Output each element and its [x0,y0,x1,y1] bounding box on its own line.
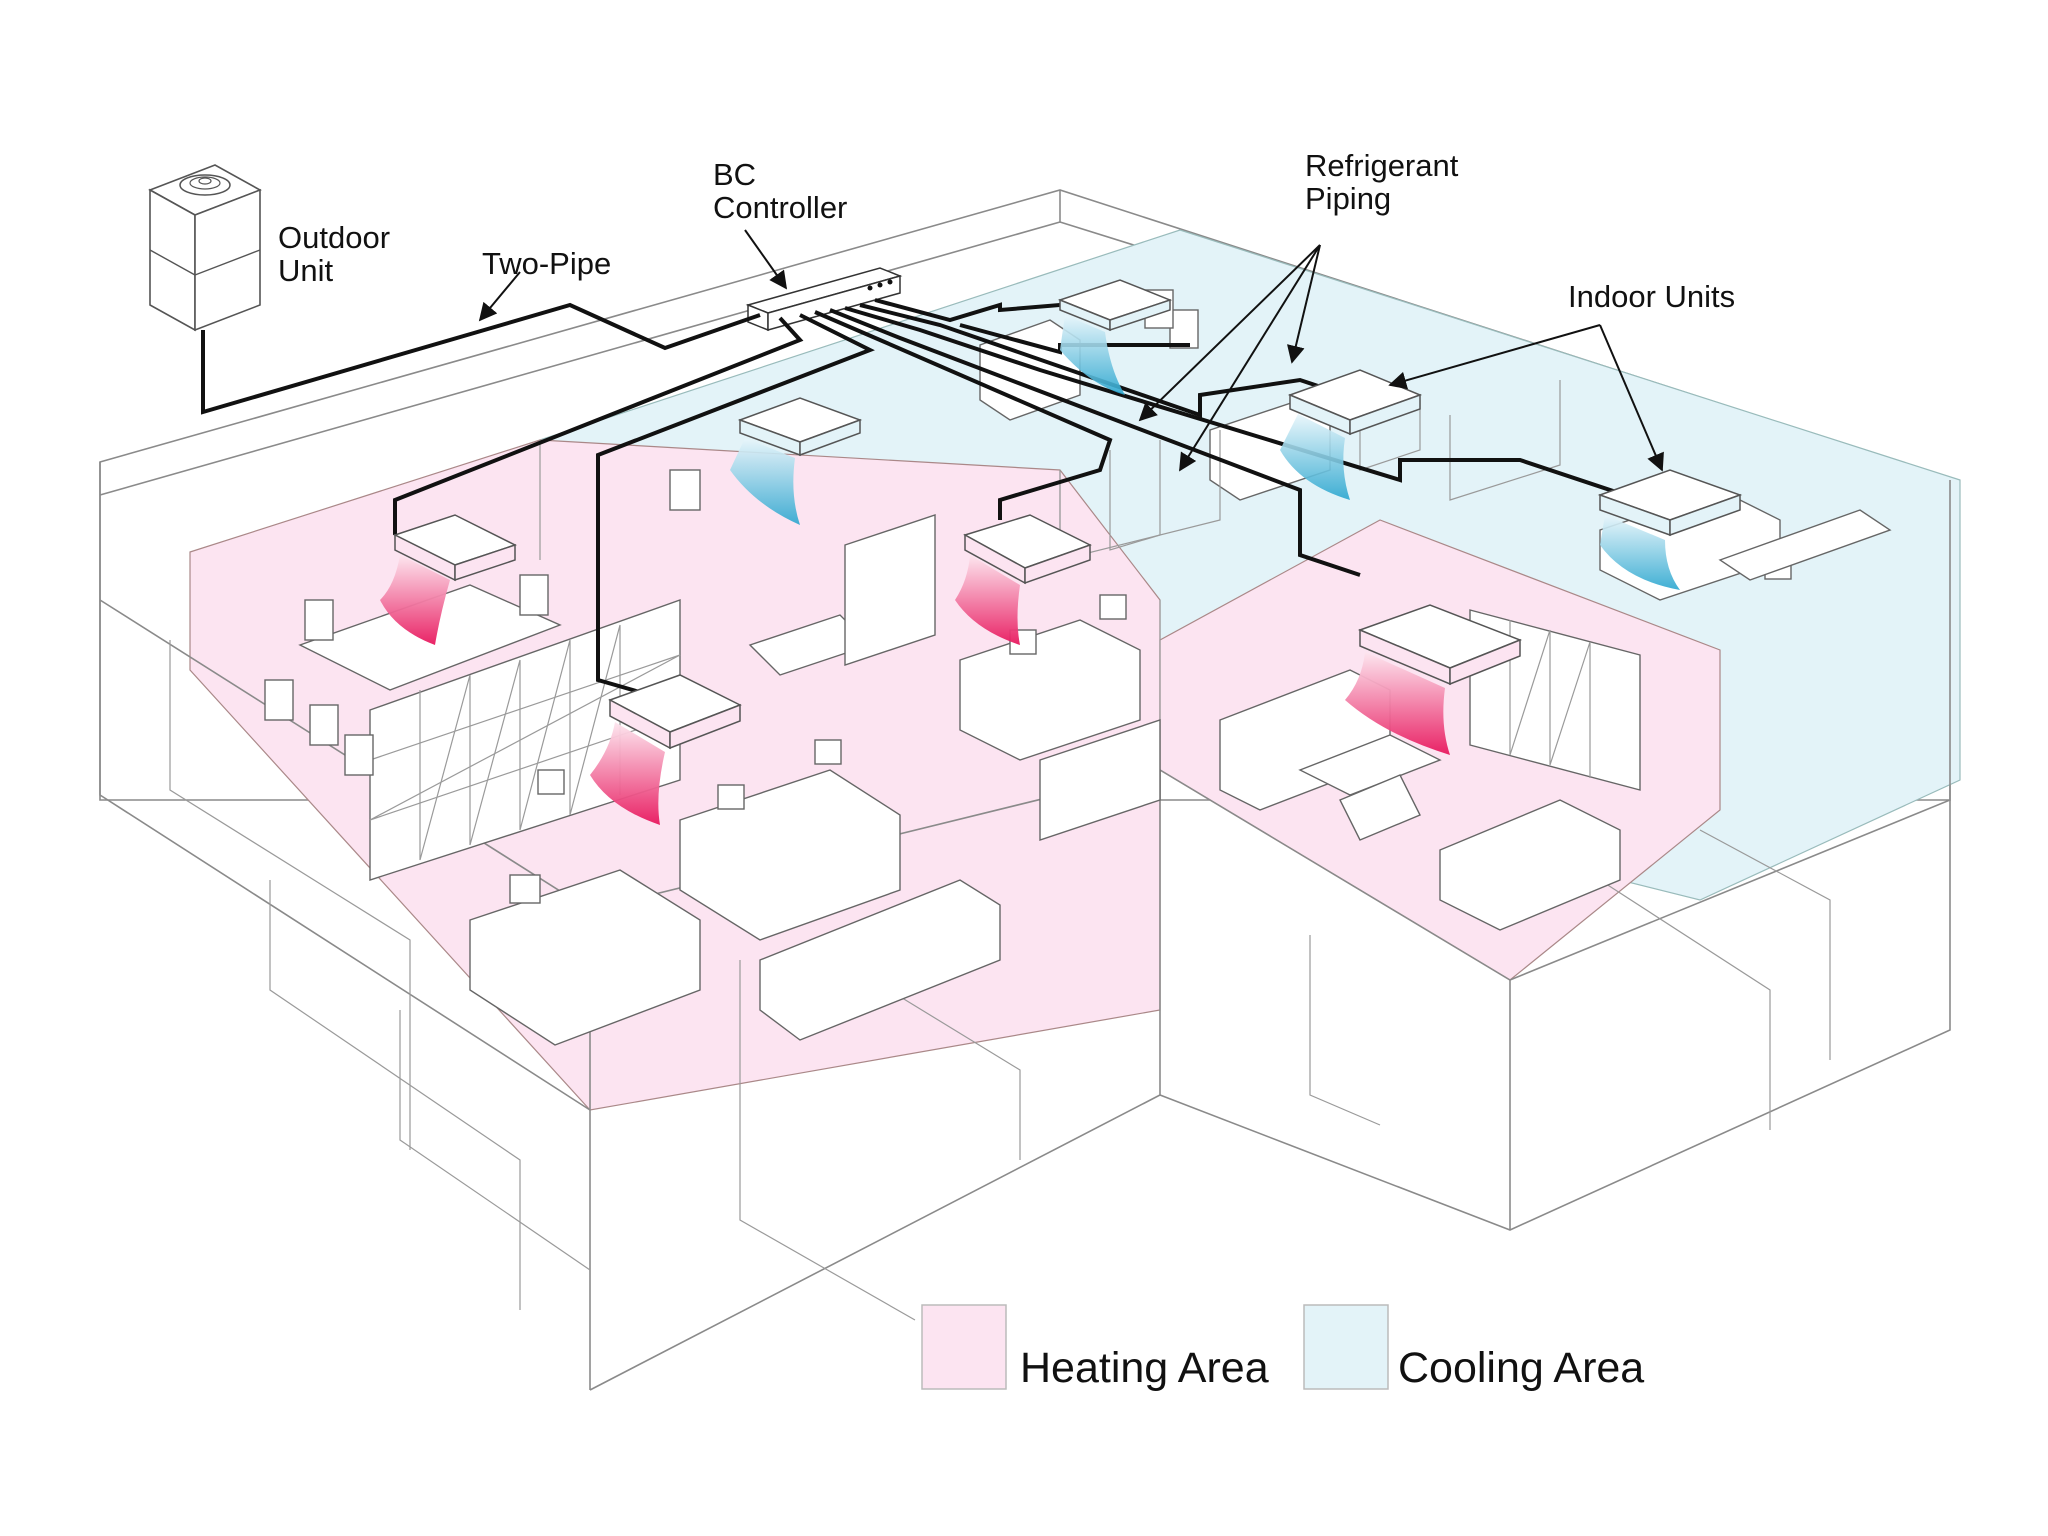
refrigerant-piping-label-line2: Piping [1305,181,1391,216]
two-pipe-line [201,302,761,415]
indoor-unit-cooling-4 [1597,469,1743,590]
indoor-unit-cooling-3 [1280,369,1423,500]
indoor-unit-heating-4 [1345,604,1523,755]
outdoor-unit-label-line2: Unit [278,253,334,288]
indoor-unit-heating-3 [590,674,742,825]
two-pipe-label: Two-Pipe [482,246,611,281]
furniture [264,289,1892,1046]
legend-heating-swatch [921,1304,1007,1390]
outdoor-unit [148,164,262,332]
leader-lines [478,229,1664,472]
indoor-unit-heating-2 [955,514,1092,645]
front-structure [99,440,1951,1391]
legend: Heating Area Cooling Area [921,1304,1644,1392]
legend-cooling-label: Cooling Area [1398,1344,1644,1392]
legend-cooling-swatch [1303,1304,1389,1390]
outdoor-unit-label-line1: Outdoor [278,220,390,255]
legend-heating-label: Heating Area [1020,1344,1269,1392]
indoor-units-label: Indoor Units [1568,279,1735,314]
bc-controller-label-line1: BC [713,157,756,192]
indoor-unit-cooling-2 [730,397,863,525]
indoor-unit-heating-1 [380,514,517,645]
refrigerant-piping-label-line1: Refrigerant [1305,148,1459,183]
bc-controller-label-line2: Controller [713,190,847,225]
labels: Outdoor Unit Two-Pipe BC Controller Refr… [278,148,1735,314]
indoor-unit-cooling-1 [1057,279,1173,395]
